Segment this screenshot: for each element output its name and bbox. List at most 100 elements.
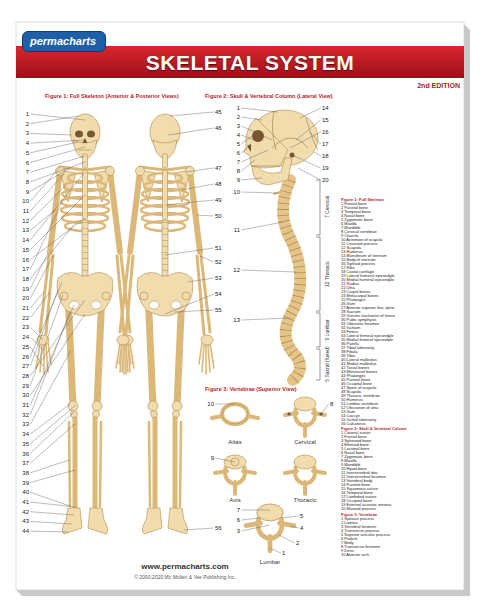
region-label: 5 Lumbar bbox=[325, 319, 330, 340]
callout-number: 8 bbox=[237, 168, 240, 174]
leader-line bbox=[186, 168, 214, 172]
posterior-skeleton bbox=[116, 114, 214, 534]
callout-number: 41 bbox=[22, 499, 29, 505]
vertebra-name: Axis bbox=[229, 497, 240, 503]
leader-line bbox=[168, 128, 214, 135]
leader-line bbox=[300, 108, 321, 118]
leader-line bbox=[30, 168, 70, 192]
leader-line bbox=[196, 215, 214, 216]
callout-number: 1 bbox=[237, 105, 240, 111]
callout-number: 19 bbox=[322, 165, 329, 171]
leader-line bbox=[200, 256, 214, 262]
part-list-item: 1 Spinous process bbox=[341, 517, 461, 521]
part-list-item: 51 Lumbar vertebrae bbox=[341, 402, 461, 406]
callout-number: 14 bbox=[322, 105, 329, 111]
vertebra-name: Cervical bbox=[294, 439, 316, 445]
callout-number: 27 bbox=[22, 363, 29, 369]
leader-line bbox=[30, 140, 85, 143]
chart-title: SKELETAL SYSTEM bbox=[146, 52, 355, 73]
callout-number: 25 bbox=[22, 344, 29, 350]
callout-number: 42 bbox=[22, 509, 29, 515]
callout-number: 18 bbox=[22, 276, 29, 282]
callout-number: 40 bbox=[22, 489, 29, 495]
callout-number: 3 bbox=[237, 528, 240, 534]
figure-title: Figure 2: Skull & Vertebral Column (Late… bbox=[205, 94, 333, 100]
part-list-item: 20 Medial humeral epicondyle bbox=[341, 278, 461, 282]
callout-number: 56 bbox=[215, 525, 222, 531]
part-list-item: 46 Occipital bone bbox=[341, 382, 461, 386]
part-list-item: 12 Scapula bbox=[341, 246, 461, 250]
part-list-item: 34 Lateral femoral epicondyle bbox=[341, 334, 461, 338]
edition-note: 2nd EDITION bbox=[417, 82, 460, 89]
part-list-item: 8 Cervical vertebrae bbox=[341, 230, 461, 234]
callout-number: 13 bbox=[22, 227, 29, 233]
figure-title: Figure 1: Full Skeleton (Anterior & Post… bbox=[45, 94, 179, 100]
leader-line bbox=[182, 184, 214, 190]
leader-line bbox=[241, 192, 279, 193]
callout-number: 6 bbox=[237, 517, 240, 523]
leader-line bbox=[290, 526, 299, 528]
part-list-item: 6 Pedicle bbox=[341, 537, 461, 541]
callout-number: 5 bbox=[26, 150, 29, 156]
callout-number: 17 bbox=[322, 141, 329, 147]
callout-number: 54 bbox=[215, 291, 222, 297]
list-heading: Figure 3: Vertebrae bbox=[341, 513, 461, 517]
part-list-item: 3 Temporal bone bbox=[341, 210, 461, 214]
part-list-item: 10 Hyoid bone bbox=[341, 467, 461, 471]
callout-number: 7 bbox=[237, 507, 240, 513]
part-list-item: 15 Body of sternum bbox=[341, 258, 461, 262]
part-list-item: 1 Frontal bone bbox=[341, 202, 461, 206]
part-list-item: 24 Metacarpal bones bbox=[341, 294, 461, 298]
part-list-item: 7 Mandible bbox=[341, 226, 461, 230]
callout-number: 36 bbox=[22, 451, 29, 457]
callout-number: 48 bbox=[215, 181, 222, 187]
part-list-item: 2 Frontal bone bbox=[341, 435, 461, 439]
callout-number: 16 bbox=[22, 257, 29, 263]
callout-number: 26 bbox=[22, 354, 29, 360]
part-list-item: 42 Tarsal bones bbox=[341, 366, 461, 370]
leader-line bbox=[30, 512, 74, 515]
vertebra-name: Thoracic bbox=[293, 497, 316, 503]
callout-number: 28 bbox=[22, 373, 29, 379]
axis-vertebra bbox=[215, 455, 255, 494]
part-list-item: 20 Mastoid process bbox=[341, 507, 461, 511]
leader-line bbox=[30, 147, 85, 163]
part-list-item: 6 Nasal bone bbox=[341, 451, 461, 455]
part-list-item: 14 Parietal bone bbox=[341, 483, 461, 487]
logo-box: permacharts bbox=[22, 31, 106, 52]
leader-line bbox=[241, 147, 249, 153]
leader-line bbox=[30, 133, 72, 135]
leader-line bbox=[30, 470, 75, 483]
leader-line bbox=[30, 531, 68, 533]
callout-number: 39 bbox=[22, 480, 29, 486]
part-list-item: 2 Lamina bbox=[341, 521, 461, 525]
part-list-item: 13 Vertebral body bbox=[341, 479, 461, 483]
leader-line bbox=[296, 120, 321, 140]
leader-line bbox=[165, 248, 214, 255]
leader-line bbox=[30, 290, 58, 366]
leader-line bbox=[282, 516, 299, 518]
leader-line bbox=[30, 314, 85, 395]
callout-number: 22 bbox=[22, 315, 29, 321]
part-list-item: 56 Calcaneus bbox=[341, 422, 461, 426]
part-list-item: 19 External acoustic meatus bbox=[341, 503, 461, 507]
part-list-item: 12 Intervertebral foramen bbox=[341, 475, 461, 479]
callout-number: 45 bbox=[215, 109, 222, 115]
callout-number: 1 bbox=[26, 111, 29, 117]
logo-text: permacharts bbox=[30, 35, 96, 47]
callout-number: 32 bbox=[22, 412, 29, 418]
leader-line bbox=[30, 405, 76, 444]
leader-line bbox=[188, 278, 214, 282]
part-list-item: 53 Ilium bbox=[341, 410, 461, 414]
part-list-item: 26 Ilium bbox=[341, 302, 461, 306]
callout-number: 3 bbox=[237, 123, 240, 129]
callout-number: 49 bbox=[215, 197, 222, 203]
part-list-item: 4 Ethmoid bone bbox=[341, 443, 461, 447]
vertebra-name: Lumbar bbox=[260, 559, 280, 565]
part-list-item: 39 Tibia bbox=[341, 354, 461, 358]
cervical-vertebra bbox=[285, 397, 325, 436]
callout-number: 7 bbox=[26, 169, 29, 175]
leader-line bbox=[30, 327, 43, 340]
part-list-item: 4 Transverse process bbox=[341, 529, 461, 533]
